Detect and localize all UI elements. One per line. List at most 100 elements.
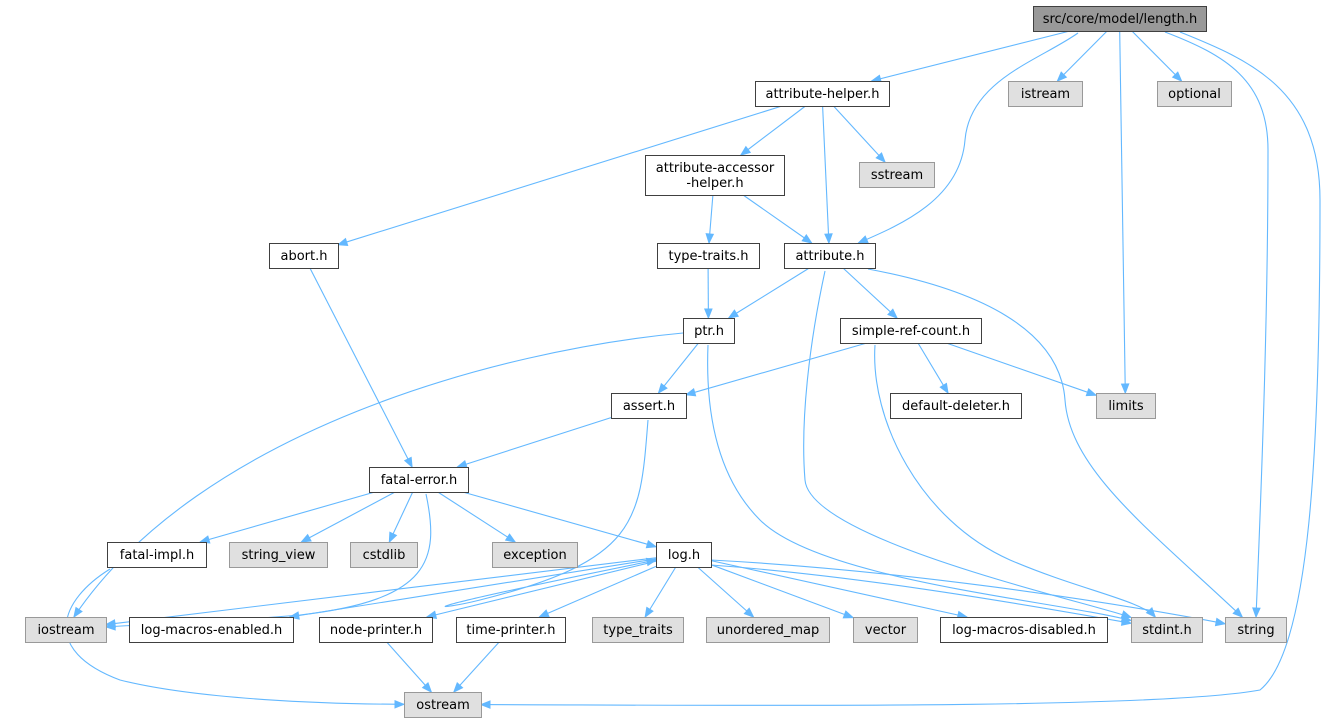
node-type-traits-h[interactable]: type-traits.h xyxy=(657,243,760,269)
edge-attribute-h-to-simple-ref-count-h-arrowhead xyxy=(887,308,898,319)
node-string-view: string_view xyxy=(229,542,328,568)
node-fatal-impl-h[interactable]: fatal-impl.h xyxy=(107,542,207,568)
node-unordered-map-label: unordered_map xyxy=(717,623,820,638)
node-length-h-label: src/core/model/length.h xyxy=(1043,12,1198,27)
edge-abort-h-to-fatal-error-h xyxy=(309,267,413,469)
node-log-macros-enabled-h-label: log-macros-enabled.h xyxy=(141,623,282,638)
node-cstdlib-box xyxy=(350,542,418,568)
node-log-macros-disabled-h-label: log-macros-disabled.h xyxy=(952,623,1096,638)
node-simple-ref-count-h[interactable]: simple-ref-count.h xyxy=(840,318,982,344)
node-log-h-box xyxy=(656,542,712,568)
edge-length-h-to-limits-arrowhead xyxy=(1120,383,1130,395)
edge-log-h-to-iostream-line xyxy=(105,557,657,626)
edge-fatal-error-h-to-cstdlib xyxy=(388,491,414,544)
node-time-printer-h-box xyxy=(456,617,566,643)
node-abort-h[interactable]: abort.h xyxy=(269,243,339,269)
edge-log-h-to-type-traits xyxy=(644,566,677,619)
edge-log-h-to-log-macros-enabled-h-line xyxy=(289,558,657,618)
node-attribute-helper-h-box xyxy=(755,81,890,107)
node-limits-box xyxy=(1096,393,1156,419)
edge-fatal-error-h-to-string-view-arrowhead xyxy=(300,533,312,543)
node-istream-label: istream xyxy=(1021,87,1070,102)
edge-node-printer-h-to-ostream-line xyxy=(386,641,432,693)
edge-length-h-to-istream xyxy=(1056,30,1108,82)
node-assert-h-label: assert.h xyxy=(623,399,675,414)
nodes-layer: src/core/model/length.h attribute-helper.… xyxy=(25,6,1287,718)
node-ptr-h-box xyxy=(683,318,735,344)
node-log-macros-disabled-h[interactable]: log-macros-disabled.h xyxy=(940,617,1108,643)
edges-layer xyxy=(65,30,1321,709)
node-log-h-label: log.h xyxy=(668,548,700,563)
edge-attribute-h-to-ptr-h xyxy=(727,267,810,319)
edge-attribute-h-to-simple-ref-count-h-line xyxy=(842,267,898,319)
edge-attribute-helper-h-to-attribute-h xyxy=(822,105,833,245)
node-fatal-error-h-box xyxy=(369,467,469,493)
node-optional: optional xyxy=(1157,81,1232,107)
node-unordered-map-box xyxy=(706,617,830,643)
node-log-h[interactable]: log.h xyxy=(656,542,712,568)
node-stdint-h: stdint.h xyxy=(1131,617,1203,643)
edge-simple-ref-count-h-to-stdint-h-arrowhead xyxy=(1145,607,1157,619)
node-assert-h[interactable]: assert.h xyxy=(611,393,687,419)
edge-simple-ref-count-h-to-limits xyxy=(946,342,1098,397)
edge-fatal-error-h-to-cstdlib-arrowhead xyxy=(388,531,398,544)
node-ostream-box xyxy=(404,692,482,718)
edge-log-h-to-log-macros-disabled-h-line xyxy=(710,560,967,618)
edge-log-h-to-stdint-h-line xyxy=(710,564,1132,624)
node-exception: exception xyxy=(492,542,578,568)
edge-assert-h-to-fatal-error-h-line xyxy=(457,417,612,468)
node-sstream-label: sstream xyxy=(871,168,923,183)
edge-attribute-helper-h-to-attribute-accessor-helper-h xyxy=(739,105,806,156)
node-fatal-error-h[interactable]: fatal-error.h xyxy=(369,467,469,493)
edge-attribute-accessor-helper-h-to-attribute-h-line xyxy=(742,194,812,244)
node-time-printer-h[interactable]: time-printer.h xyxy=(456,617,566,643)
edge-length-h-to-attribute-helper-h-line xyxy=(871,30,1071,82)
edge-log-h-to-string-line xyxy=(710,559,1226,625)
edge-length-h-to-optional-arrowhead xyxy=(1171,71,1183,82)
node-default-deleter-h[interactable]: default-deleter.h xyxy=(890,393,1022,419)
edge-simple-ref-count-h-to-assert-h-line xyxy=(685,342,867,396)
edge-log-h-to-unordered-map-arrowhead xyxy=(743,607,755,618)
edge-simple-ref-count-h-to-stdint-h-line xyxy=(874,344,1156,618)
node-vector: vector xyxy=(853,617,918,643)
edge-log-h-to-log-macros-enabled-h xyxy=(288,558,657,620)
edge-length-h-to-optional xyxy=(1131,30,1183,82)
node-length-h[interactable]: src/core/model/length.h xyxy=(1033,6,1207,32)
node-limits: limits xyxy=(1096,393,1156,419)
edge-log-h-to-iostream-arrowhead xyxy=(104,619,116,628)
edge-log-h-to-node-printer-h-line xyxy=(426,560,657,618)
edge-log-h-to-vector-arrowhead xyxy=(842,610,855,619)
node-log-macros-enabled-h[interactable]: log-macros-enabled.h xyxy=(129,617,294,643)
node-length-h-box xyxy=(1033,6,1207,32)
node-fatal-impl-h-label: fatal-impl.h xyxy=(120,548,194,563)
node-attribute-h[interactable]: attribute.h xyxy=(784,243,876,269)
node-sstream-box xyxy=(859,162,935,188)
edge-attribute-helper-h-to-sstream-line xyxy=(833,105,886,163)
edge-attribute-accessor-helper-h-to-attribute-h xyxy=(742,194,813,244)
node-istream: istream xyxy=(1008,81,1083,107)
edge-ptr-h-to-assert-h xyxy=(657,342,699,395)
node-attribute-h-box xyxy=(784,243,876,269)
edge-abort-h-to-fatal-error-h-arrowhead xyxy=(403,456,413,469)
edge-simple-ref-count-h-to-assert-h-arrowhead xyxy=(684,387,697,397)
node-attribute-helper-h[interactable]: attribute-helper.h xyxy=(755,81,890,107)
node-attribute-accessor-helper-h[interactable]: attribute-accessor-helper.h xyxy=(645,155,785,196)
node-attribute-h-label: attribute.h xyxy=(795,249,864,264)
node-stdint-h-box xyxy=(1131,617,1203,643)
edge-log-h-to-type-traits-arrowhead xyxy=(644,606,654,619)
node-iostream-box xyxy=(25,617,107,643)
node-ostream-label: ostream xyxy=(416,698,470,713)
edge-attribute-helper-h-to-sstream xyxy=(833,105,886,163)
node-simple-ref-count-h-box xyxy=(840,318,982,344)
edge-log-h-to-time-printer-h-arrowhead xyxy=(538,609,550,618)
edge-attribute-helper-h-to-attribute-h-line xyxy=(822,105,830,244)
edge-abort-h-to-fatal-error-h-line xyxy=(309,267,413,468)
edge-attribute-h-to-string-line xyxy=(867,268,1243,618)
edge-assert-h-to-fatal-error-h xyxy=(456,417,612,469)
node-iostream: iostream xyxy=(25,617,107,643)
edge-simple-ref-count-h-to-default-deleter-h-line xyxy=(917,342,949,394)
node-node-printer-h[interactable]: node-printer.h xyxy=(319,617,433,643)
node-default-deleter-h-label: default-deleter.h xyxy=(902,399,1010,414)
node-ptr-h[interactable]: ptr.h xyxy=(683,318,735,344)
node-string-view-box xyxy=(229,542,328,568)
